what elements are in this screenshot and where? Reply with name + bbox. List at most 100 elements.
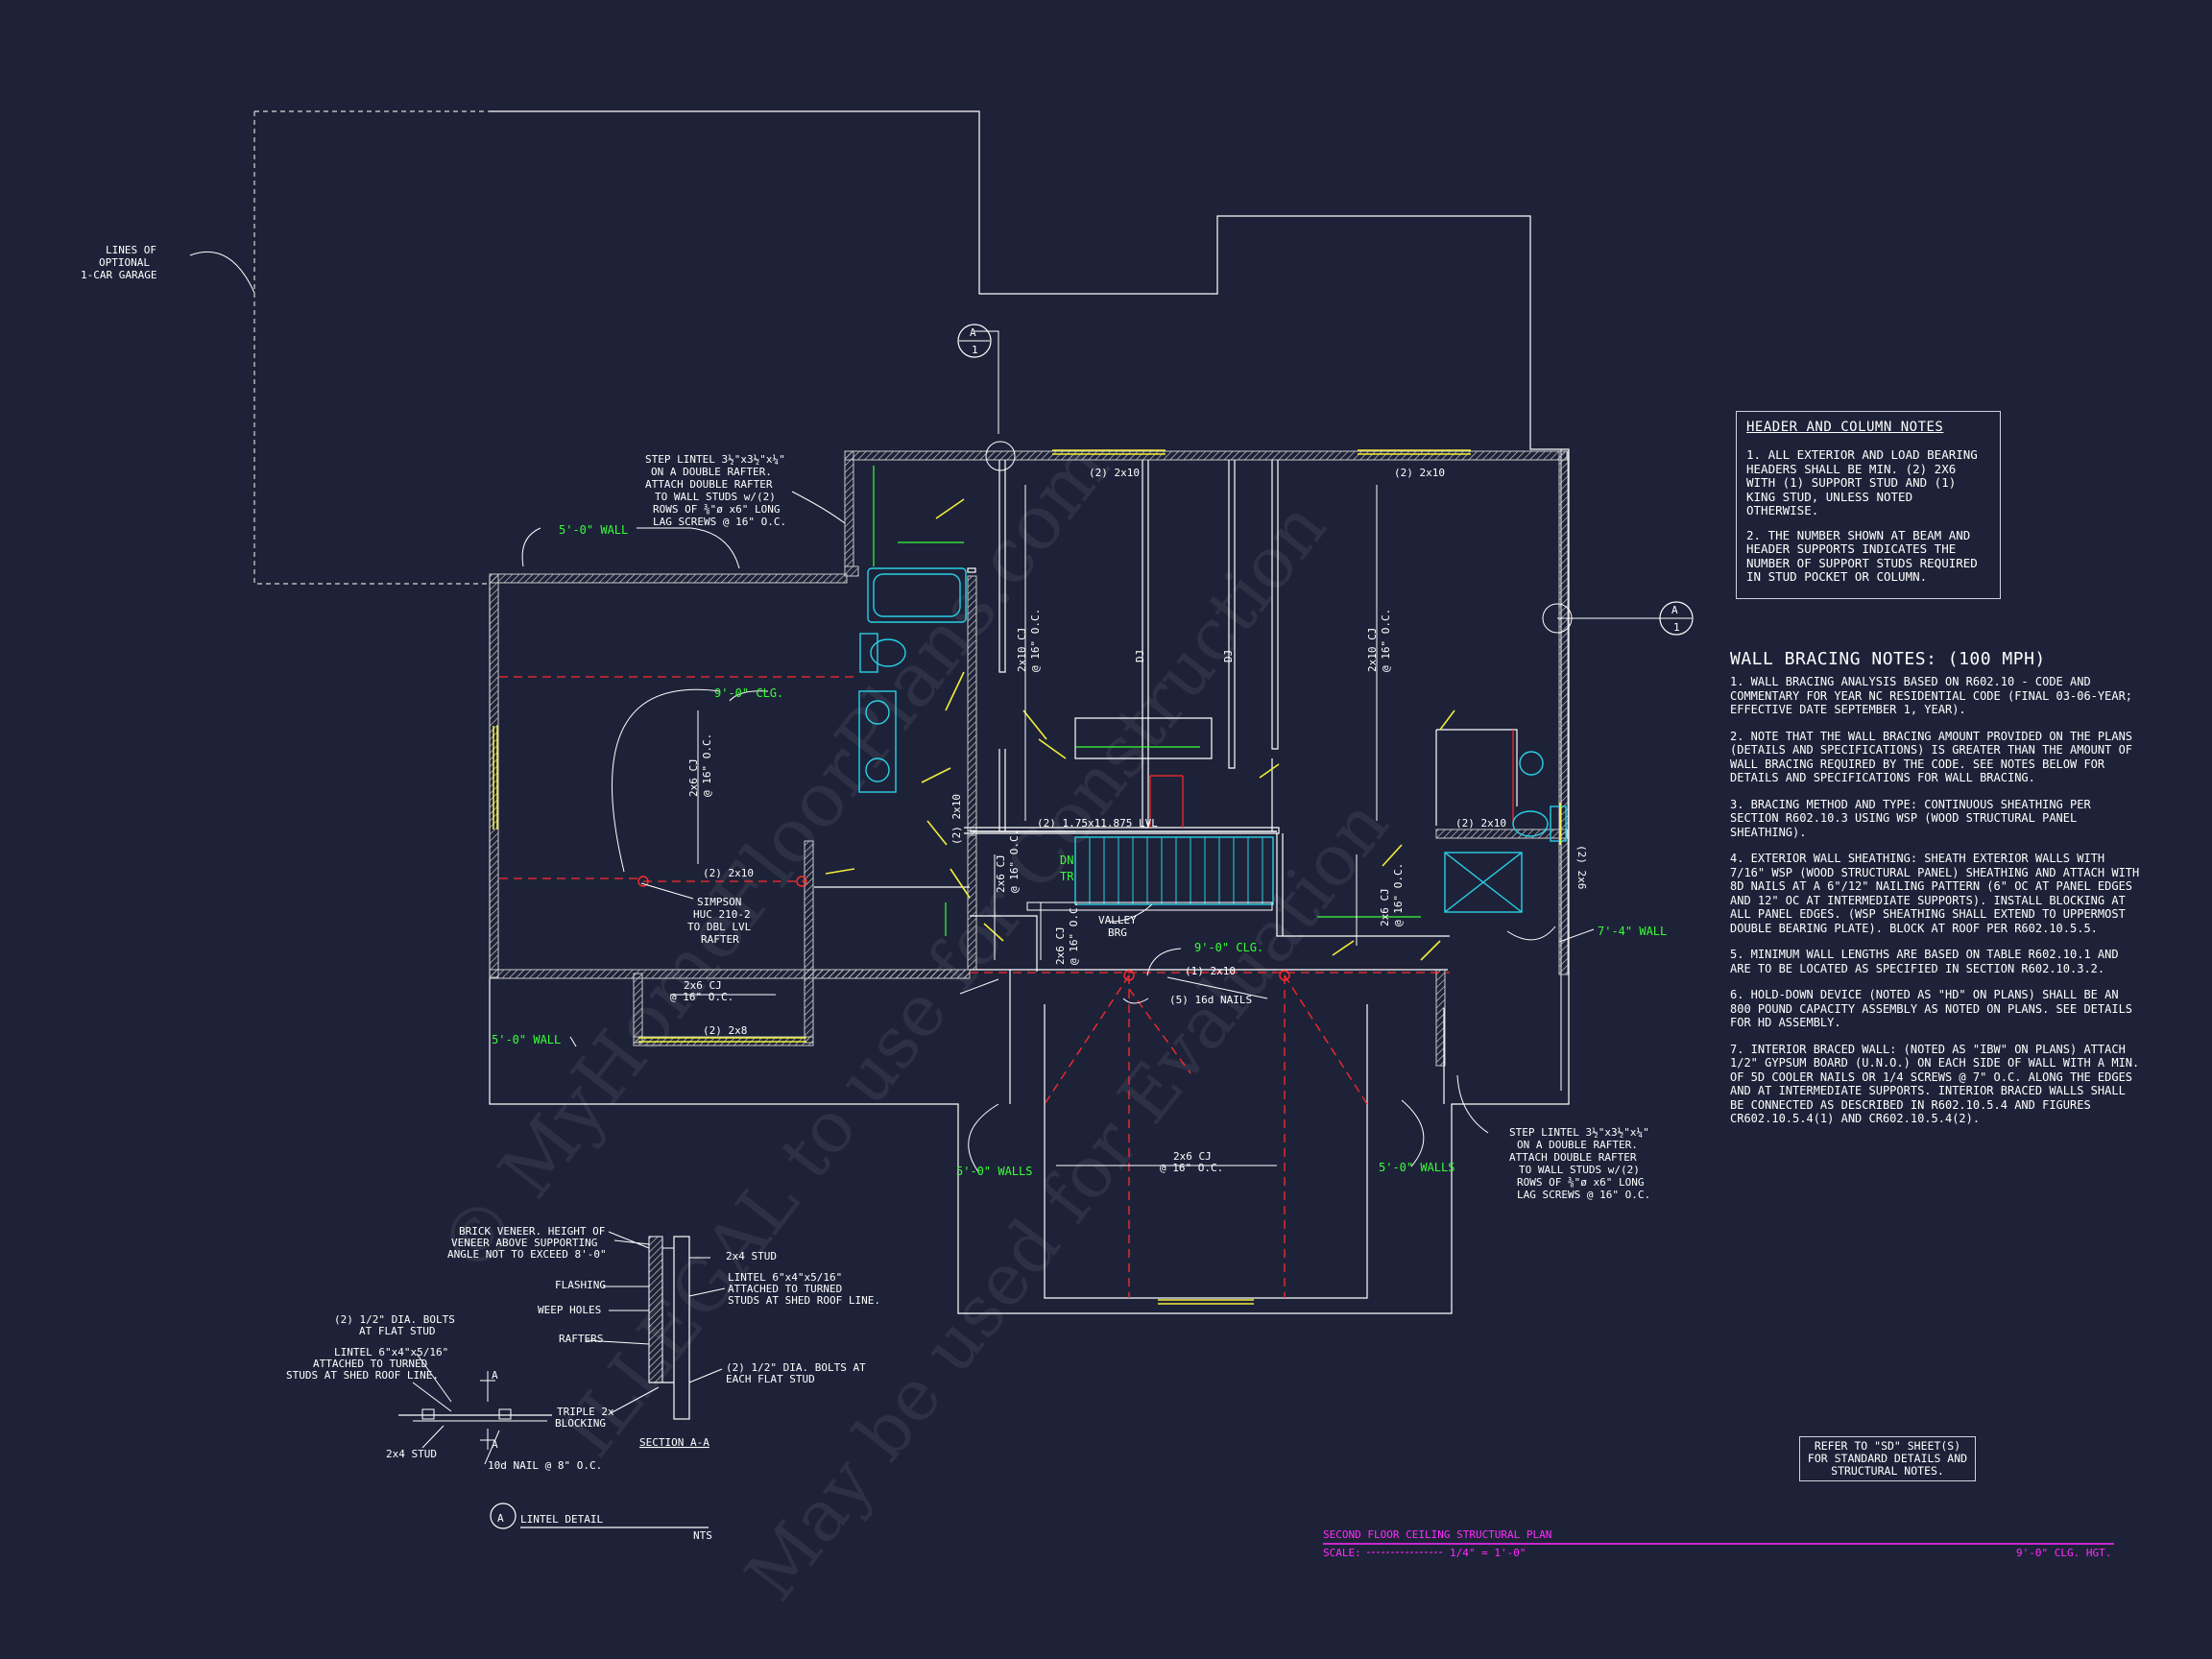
bath-fixtures — [858, 567, 1567, 913]
svg-text:2x4 STUD: 2x4 STUD — [386, 1448, 437, 1460]
hdr-label-f: (2) 2x10 — [1455, 817, 1506, 830]
svg-text:HUC 210-2: HUC 210-2 — [693, 908, 751, 921]
wall-5ft-top: 5'-0" WALL — [559, 523, 628, 537]
bearing-wall-marks — [1149, 730, 1514, 828]
svg-text:LINTEL DETAIL: LINTEL DETAIL — [520, 1513, 603, 1526]
hdr-rot-2: (2) 2x6 — [1575, 845, 1588, 889]
bracing-note-4: 4. EXTERIOR WALL SHEATHING: SHEATH EXTER… — [1730, 852, 2140, 935]
wall-bracing-notes: WALL BRACING NOTES: (100 MPH) 1. WALL BR… — [1730, 649, 2143, 1139]
svg-text:TO WALL STUDS w/(2): TO WALL STUDS w/(2) — [1519, 1164, 1640, 1176]
svg-text:LAG SCREWS @ 16" O.C.: LAG SCREWS @ 16" O.C. — [1517, 1189, 1650, 1201]
closet-shelves — [873, 466, 1421, 936]
hdr-label-b: (2) 2x10 — [1394, 467, 1445, 479]
wall-7ft4: 7'-4" WALL — [1598, 925, 1667, 938]
cj-rot-6: 2x6 CJ — [1379, 888, 1391, 926]
svg-text:TO WALL STUDS w/(2): TO WALL STUDS w/(2) — [655, 491, 776, 503]
dj-label-1: DJ — [1134, 650, 1146, 662]
clg-9ft-center: 9'-0" CLG. — [1194, 941, 1263, 954]
svg-text:WEEP HOLES: WEEP HOLES — [538, 1304, 601, 1316]
cj-label-left-2: @ 16" O.C. — [670, 991, 733, 1003]
svg-text:1-CAR GARAGE: 1-CAR GARAGE — [81, 269, 156, 281]
bracing-note-6: 6. HOLD-DOWN DEVICE (NOTED AS "HD" ON PL… — [1730, 988, 2133, 1029]
svg-text:ROWS OF ⅜"ø x6" LONG: ROWS OF ⅜"ø x6" LONG — [1517, 1176, 1644, 1189]
garage-outline — [253, 110, 490, 585]
svg-text:1: 1 — [972, 344, 978, 356]
hdr-rot-1: (2) 2x10 — [950, 794, 963, 845]
bracing-notes-title: WALL BRACING NOTES: (100 MPH) — [1730, 649, 2046, 669]
svg-text:BRG: BRG — [1108, 926, 1127, 939]
cj-rot-4: 2x6 CJ — [995, 854, 1007, 893]
lvl-label: (2) 1.75x11.875 LVL — [1037, 817, 1158, 830]
bottom-bay-outline — [1044, 1004, 1368, 1299]
stair-dn: DN — [1060, 854, 1073, 867]
header-note-2: 2. THE NUMBER SHOWN AT BEAM AND HEADER S… — [1746, 527, 1978, 584]
cj-rot-2b: @ 16" O.C. — [1380, 609, 1392, 672]
svg-text:2x4 STUD: 2x4 STUD — [726, 1250, 777, 1262]
svg-text:SIMPSON: SIMPSON — [697, 896, 741, 908]
exterior-walls — [489, 450, 1569, 1067]
svg-text:10d NAIL @ 8" O.C.: 10d NAIL @ 8" O.C. — [488, 1459, 602, 1472]
stair-treads — [1089, 837, 1263, 904]
svg-text:EACH FLAT STUD: EACH FLAT STUD — [726, 1373, 815, 1385]
svg-text:VENEER ABOVE SUPPORTING: VENEER ABOVE SUPPORTING — [451, 1237, 597, 1249]
simpson-note: SIMPSON HUC 210-2 TO DBL LVL RAFTER — [687, 896, 752, 946]
walls-5ft-left: 5'-0" WALLS — [956, 1165, 1032, 1178]
header-column-notes: HEADER AND COLUMN NOTES 1. ALL EXTERIOR … — [1736, 411, 2001, 599]
leader-lines — [189, 251, 1661, 1174]
svg-text:FLASHING: FLASHING — [555, 1279, 606, 1291]
cj-rot-1b: @ 16" O.C. — [1029, 609, 1042, 672]
interior-walls — [814, 460, 1518, 1104]
svg-text:9'-0" CLG. HGT.: 9'-0" CLG. HGT. — [2016, 1547, 2111, 1559]
bracing-note-1: 1. WALL BRACING ANALYSIS BASED ON R602.1… — [1730, 675, 2133, 716]
garage-label: LINES OF OPTIONAL 1-CAR GARAGE — [81, 244, 156, 281]
joist-arrows — [670, 485, 1378, 1166]
svg-text:VALLEY: VALLEY — [1098, 914, 1137, 926]
svg-text:LINES OF: LINES OF — [106, 244, 156, 256]
cj-rot-3b: @ 16" O.C. — [701, 733, 713, 797]
svg-text:ON A DOUBLE RAFTER.: ON A DOUBLE RAFTER. — [651, 466, 772, 478]
section-marker-top: A 1 — [957, 324, 992, 358]
bracing-note-5: 5. MINIMUM WALL LENGTHS ARE BASED ON TAB… — [1730, 948, 2119, 975]
header-notes-title: HEADER AND COLUMN NOTES — [1746, 420, 1944, 435]
svg-text:ON A DOUBLE RAFTER.: ON A DOUBLE RAFTER. — [1517, 1139, 1638, 1151]
valley-note: VALLEY BRG — [1098, 914, 1137, 939]
svg-text:BLOCKING: BLOCKING — [555, 1417, 606, 1430]
cj-rot-1: 2x10 CJ — [1016, 628, 1028, 672]
svg-text:A: A — [970, 326, 976, 339]
svg-text:ATTACH DOUBLE RAFTER: ATTACH DOUBLE RAFTER — [645, 478, 773, 491]
bracing-note-2: 2. NOTE THAT THE WALL BRACING AMOUNT PRO… — [1730, 729, 2133, 785]
svg-text:1/4" = 1'-0": 1/4" = 1'-0" — [1450, 1547, 1526, 1559]
svg-text:AT FLAT STUD: AT FLAT STUD — [359, 1325, 435, 1337]
svg-text:SCALE:: SCALE: — [1323, 1547, 1361, 1559]
svg-text:LINTEL 6"x4"x5/16": LINTEL 6"x4"x5/16" — [334, 1346, 448, 1358]
cj-rot-6b: @ 16" O.C. — [1392, 863, 1405, 926]
svg-text:STEP LINTEL 3½"x3½"x¼": STEP LINTEL 3½"x3½"x¼" — [1509, 1126, 1649, 1139]
cj-label-bottom-2: @ 16" O.C. — [1160, 1162, 1223, 1174]
cj-rot-5b: @ 16" O.C. — [1068, 902, 1080, 965]
svg-text:LAG SCREWS @ 16" O.C.: LAG SCREWS @ 16" O.C. — [653, 516, 786, 528]
svg-text:ANGLE NOT TO EXCEED 8'-0": ANGLE NOT TO EXCEED 8'-0" — [447, 1248, 607, 1261]
svg-text:SECTION A-A: SECTION A-A — [639, 1436, 709, 1449]
window-headers — [493, 449, 1561, 1305]
clg-9ft-left: 9'-0" CLG. — [714, 686, 783, 700]
bracing-note-7: 7. INTERIOR BRACED WALL: (NOTED AS "IBW"… — [1730, 1042, 2140, 1126]
cj-rot-2: 2x10 CJ — [1366, 628, 1379, 672]
svg-text:A: A — [1671, 604, 1678, 616]
svg-text:A: A — [492, 1438, 498, 1451]
cj-label-bottom: 2x6 CJ — [1173, 1150, 1212, 1163]
svg-text:(2) 1/2" DIA. BOLTS AT: (2) 1/2" DIA. BOLTS AT — [726, 1361, 866, 1374]
connectors — [637, 876, 1290, 981]
svg-text:STUDS AT SHED ROOF LINE.: STUDS AT SHED ROOF LINE. — [286, 1369, 439, 1382]
hdr-label-d: (2) 2x8 — [703, 1024, 747, 1037]
svg-text:A: A — [492, 1369, 498, 1382]
lintel-labels: BRICK VENEER. HEIGHT OF VENEER ABOVE SUP… — [286, 1225, 880, 1472]
svg-text:(2) 1/2" DIA. BOLTS: (2) 1/2" DIA. BOLTS — [334, 1313, 455, 1326]
sheet-title-block: SECOND FLOOR CEILING STRUCTURAL PLAN SCA… — [1323, 1528, 2114, 1559]
cj-rot-3: 2x6 CJ — [687, 758, 700, 797]
svg-text:ATTACHED TO TURNED: ATTACHED TO TURNED — [728, 1283, 842, 1295]
refer-sd-note: REFER TO "SD" SHEET(S) FOR STANDARD DETA… — [1799, 1436, 1976, 1481]
svg-text:RAFTERS: RAFTERS — [559, 1333, 603, 1345]
svg-text:TRIPLE 2x: TRIPLE 2x — [557, 1406, 614, 1418]
stair-tr: TR — [1060, 870, 1074, 883]
